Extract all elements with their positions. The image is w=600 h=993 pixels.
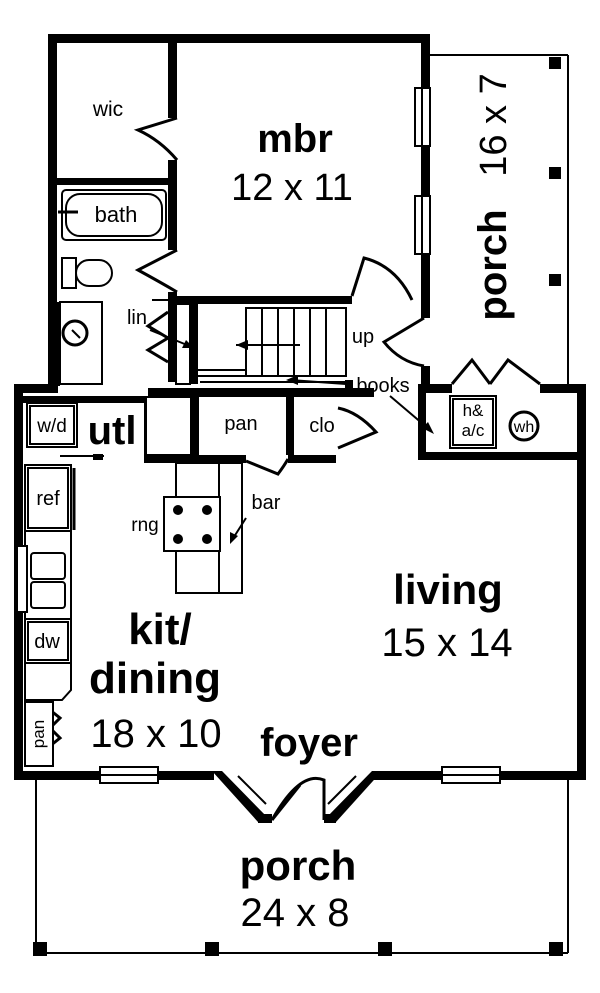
books-label: books: [356, 375, 409, 397]
bar-label: bar: [252, 492, 281, 514]
wic-label: wic: [92, 98, 123, 121]
books-arrows: [389, 395, 434, 434]
kit-name-line1: kit/: [128, 605, 192, 654]
front-porch-name: porch: [240, 842, 357, 889]
kitchen-fixtures: [16, 462, 247, 767]
dw-label: dw: [34, 631, 60, 653]
pan-center-label: pan: [224, 413, 257, 435]
side-porch: [430, 54, 569, 384]
fixture-labels: wic bath lin up books w/d pan clo h& a/c…: [29, 98, 534, 748]
front-porch-size: 24 x 8: [241, 891, 350, 935]
room-labels: mbr 12 x 11 porch 16 x 7 utl kit/ dining…: [88, 73, 515, 935]
bath-label: bath: [95, 202, 138, 227]
side-porch-name: porch: [471, 209, 515, 320]
kit-size: 18 x 10: [90, 712, 221, 756]
side-porch-size: 16 x 7: [473, 73, 515, 177]
stairs: [198, 307, 347, 385]
front-bay: [99, 766, 501, 823]
mechanical: [449, 395, 540, 449]
utility-fixtures: [26, 396, 192, 457]
hac-label-line2: a/c: [462, 421, 485, 440]
hac-label-line1: h&: [463, 401, 484, 420]
pan-side-label: pan: [29, 720, 48, 748]
mbr-windows: [414, 87, 431, 255]
interior-walls: [23, 43, 586, 463]
front-porch: [33, 780, 569, 956]
kit-name-line2: dining: [89, 654, 221, 703]
clo-label: clo: [309, 415, 335, 437]
lin-label: lin: [127, 307, 147, 329]
wh-label: wh: [513, 419, 534, 436]
rng-label: rng: [131, 515, 158, 536]
wd-label: w/d: [36, 416, 67, 437]
living-name: living: [393, 566, 503, 613]
bath-fixtures: [58, 189, 190, 385]
living-size: 15 x 14: [381, 621, 512, 665]
utl-name: utl: [88, 409, 137, 453]
up-label: up: [352, 326, 374, 348]
linen-closet: [149, 303, 194, 385]
ref-label: ref: [36, 488, 60, 510]
mbr-size: 12 x 11: [231, 167, 353, 209]
foyer-name: foyer: [260, 721, 358, 765]
mbr-name: mbr: [257, 117, 333, 161]
